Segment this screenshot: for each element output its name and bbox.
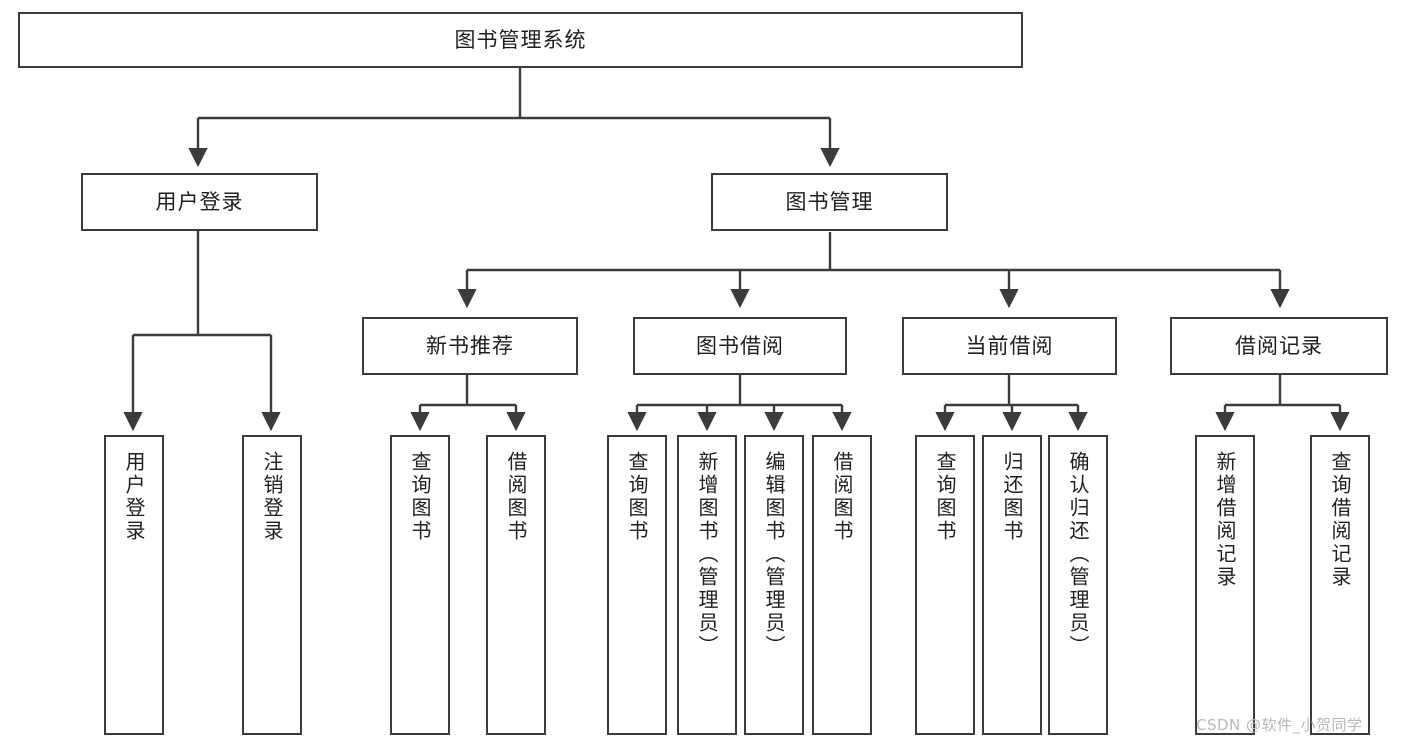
node-leaf-recommend-query-book[interactable]: 查询图书 — [390, 435, 450, 735]
node-leaf-user-login[interactable]: 用户登录 — [104, 435, 164, 735]
node-leaf-current-confirm-return[interactable]: 确认归还（管理员） — [1048, 435, 1108, 735]
node-leaf-record-add[interactable]: 新增借阅记录 — [1195, 435, 1255, 735]
node-leaf-current-return-book[interactable]: 归还图书 — [982, 435, 1042, 735]
node-label: 新增图书（管理员） — [695, 451, 719, 658]
node-root-system[interactable]: 图书管理系统 — [18, 12, 1023, 68]
node-leaf-borrow-query-book[interactable]: 查询图书 — [607, 435, 667, 735]
node-label: 查询图书 — [933, 451, 957, 543]
node-leaf-borrow-borrow-book[interactable]: 借阅图书 — [812, 435, 872, 735]
node-leaf-record-query[interactable]: 查询借阅记录 — [1310, 435, 1370, 735]
node-label: 查询图书 — [408, 451, 432, 543]
node-label: 当前借阅 — [965, 333, 1054, 358]
node-label: 借阅图书 — [504, 451, 528, 543]
node-label: 新书推荐 — [426, 333, 514, 358]
node-label: 用户登录 — [155, 189, 244, 214]
node-leaf-current-query-book[interactable]: 查询图书 — [915, 435, 975, 735]
node-current-borrow[interactable]: 当前借阅 — [902, 317, 1117, 375]
node-label: 新增借阅记录 — [1213, 451, 1237, 589]
node-label: 图书管理系统 — [454, 27, 587, 52]
node-leaf-recommend-borrow-book[interactable]: 借阅图书 — [486, 435, 546, 735]
node-label: 图书管理 — [785, 189, 874, 214]
node-label: 编辑图书（管理员） — [762, 451, 786, 658]
node-label: 查询图书 — [625, 451, 649, 543]
node-label: 借阅图书 — [830, 451, 854, 543]
node-label: 用户登录 — [122, 451, 146, 543]
node-borrow-record[interactable]: 借阅记录 — [1170, 317, 1388, 375]
node-label: 图书借阅 — [696, 333, 784, 358]
watermark: CSDN @软件_小贺同学 — [1196, 716, 1363, 734]
node-leaf-borrow-edit-book[interactable]: 编辑图书（管理员） — [744, 435, 804, 735]
node-label: 查询借阅记录 — [1328, 451, 1352, 589]
node-user-login[interactable]: 用户登录 — [81, 173, 318, 231]
node-book-management[interactable]: 图书管理 — [711, 173, 948, 231]
node-leaf-borrow-add-book[interactable]: 新增图书（管理员） — [677, 435, 737, 735]
node-leaf-user-logout[interactable]: 注销登录 — [242, 435, 302, 735]
node-label: 注销登录 — [260, 451, 284, 543]
node-book-borrow[interactable]: 图书借阅 — [633, 317, 847, 375]
node-new-book-recommend[interactable]: 新书推荐 — [362, 317, 578, 375]
node-label: 确认归还（管理员） — [1066, 451, 1090, 658]
node-label: 归还图书 — [1000, 451, 1024, 543]
node-label: 借阅记录 — [1235, 333, 1323, 358]
